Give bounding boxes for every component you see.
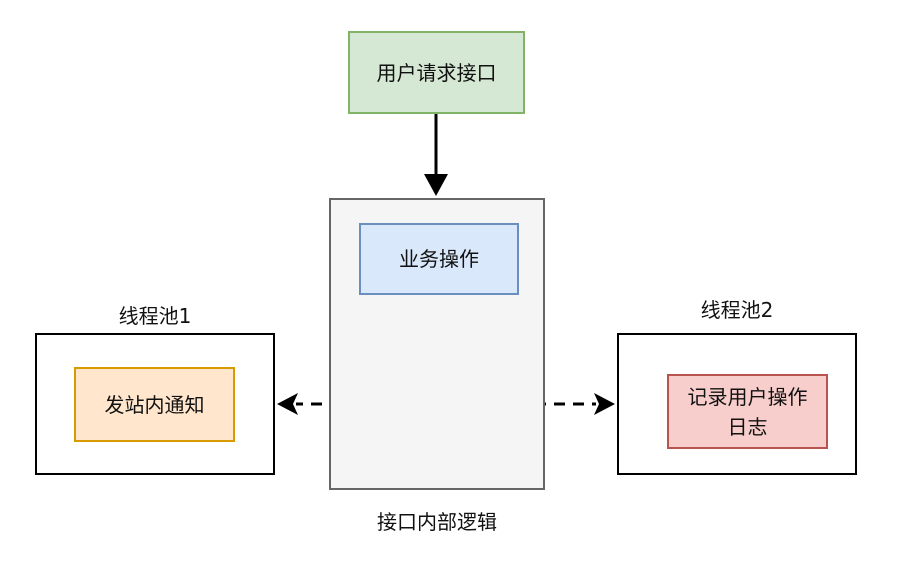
- business-op-node: 业务操作: [359, 223, 519, 295]
- notify-label: 发站内通知: [104, 392, 205, 417]
- pool2-title: 线程池2: [700, 298, 774, 322]
- log-node: 记录用户操作 日志: [667, 374, 828, 449]
- notify-node: 发站内通知: [74, 367, 235, 442]
- user-request-label: 用户请求接口: [376, 60, 497, 85]
- dashed-to-pool1-arrowhead: [277, 393, 298, 415]
- log-label-line2: 日志: [727, 414, 768, 439]
- request-to-interface-arrowhead: [424, 174, 448, 196]
- business-op-label: 业务操作: [399, 247, 479, 271]
- user-request-node: 用户请求接口: [348, 31, 525, 114]
- pool1-title: 线程池1: [118, 304, 192, 328]
- dashed-to-pool2-arrowhead: [594, 393, 615, 415]
- log-label-line1: 记录用户操作: [687, 384, 808, 409]
- interface-container-caption: 接口内部逻辑: [377, 510, 497, 534]
